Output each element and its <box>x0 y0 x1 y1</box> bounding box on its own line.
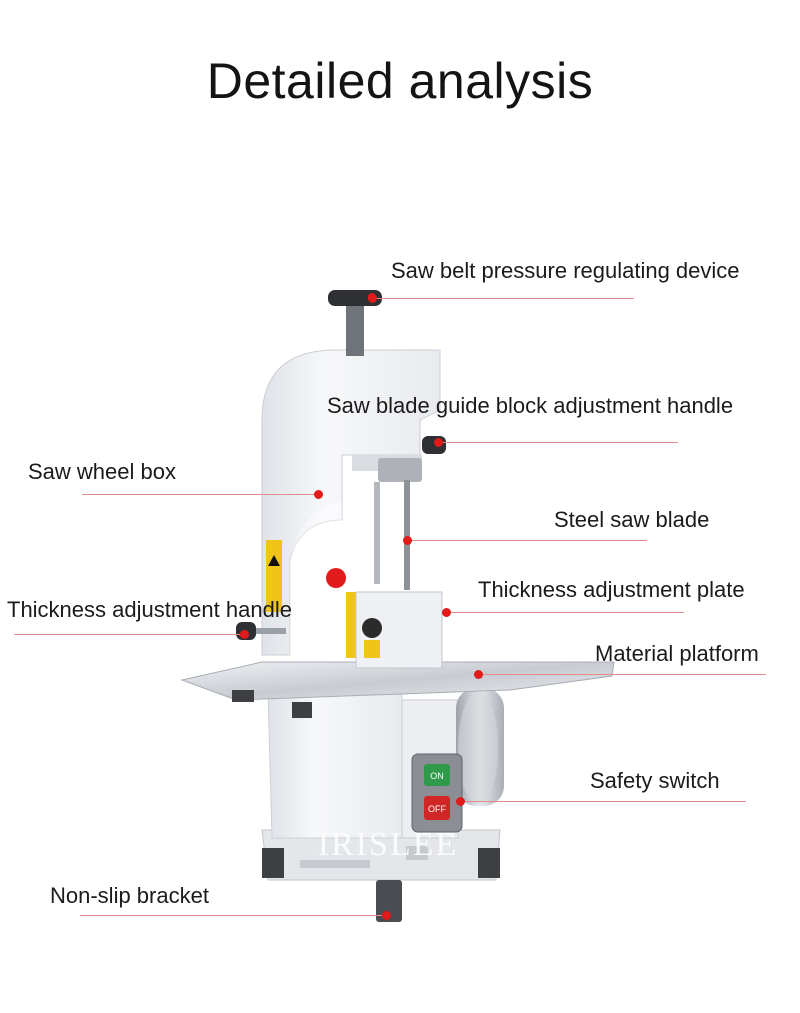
base-foot-left <box>262 848 284 878</box>
leader-thickness-plate <box>446 612 684 613</box>
label-non-slip-bracket: Non-slip bracket <box>50 883 209 908</box>
red-ball-knob <box>326 568 346 588</box>
leader-wheel-box <box>82 494 318 495</box>
warning-sticker <box>266 540 282 612</box>
dot-guide-handle <box>434 438 443 447</box>
leader-non-slip-bracket <box>80 915 386 916</box>
dot-thickness-plate <box>442 608 451 617</box>
leader-pressure-device <box>372 298 634 299</box>
leader-guide-handle <box>438 442 678 443</box>
label-safety-switch: Safety switch <box>590 768 720 793</box>
label-pressure-device: Saw belt pressure regulating device <box>391 258 740 283</box>
switch-off-text: OFF <box>428 804 446 814</box>
label-wheel-box: Saw wheel box <box>28 459 176 484</box>
leader-steel-blade <box>407 540 647 541</box>
pressure-knob <box>328 290 382 306</box>
dot-steel-blade <box>403 536 412 545</box>
base-foot-right <box>478 848 500 878</box>
pressure-column <box>346 306 364 356</box>
saw-wheel-box <box>261 349 441 656</box>
switch-on-text: ON <box>430 771 444 781</box>
leader-thickness-handle <box>14 634 244 635</box>
label-material-platform: Material platform <box>595 641 759 666</box>
dot-wheel-box <box>314 490 323 499</box>
dot-non-slip-bracket <box>382 911 391 920</box>
lower-cabinet <box>267 689 403 839</box>
page-title: Detailed analysis <box>206 53 594 109</box>
leader-material-platform <box>478 674 766 675</box>
dot-material-platform <box>474 670 483 679</box>
steel-saw-blade <box>404 480 410 590</box>
switch-off-button <box>424 796 450 820</box>
dot-safety-switch <box>456 797 465 806</box>
switch-on-button <box>424 764 450 786</box>
watermark-text: IRISLEE <box>318 826 459 863</box>
label-thickness-handle: Thickness adjustment handle <box>7 597 292 622</box>
dot-pressure-device <box>368 294 377 303</box>
label-guide-handle: Saw blade guide block adjustment handle <box>327 393 734 418</box>
label-thickness-plate: Thickness adjustment plate <box>478 577 745 602</box>
label-steel-blade: Steel saw blade <box>554 507 710 532</box>
dot-thickness-handle <box>240 630 249 639</box>
leader-safety-switch <box>460 801 746 802</box>
